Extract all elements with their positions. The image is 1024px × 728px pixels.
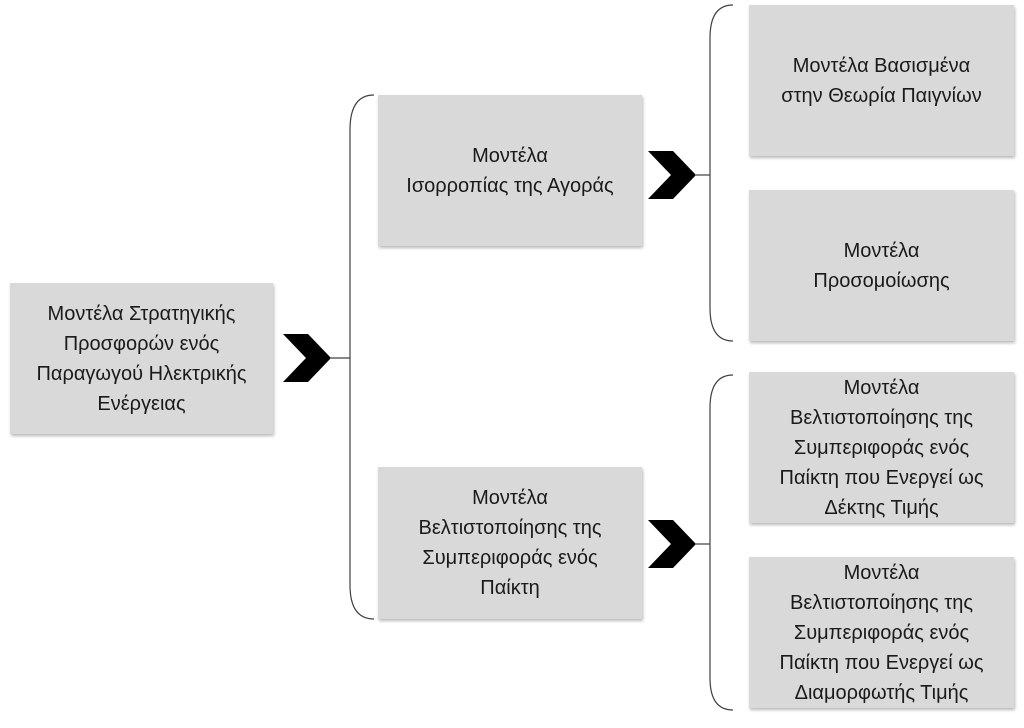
price-taker-label: Μοντέλα Βελτιστοποίησης της Συμπεριφοράς… <box>779 376 984 519</box>
chevron-arrow-icon <box>283 334 331 382</box>
root-node: Μοντέλα Στρατηγικής Προσφορών ενός Παραγ… <box>10 283 273 434</box>
root-node-label: Μοντέλα Στρατηγικής Προσφορών ενός Παραγ… <box>36 302 247 415</box>
price-maker-node: Μοντέλα Βελτιστοποίησης της Συμπεριφοράς… <box>749 557 1014 708</box>
market-equilibrium-label: Μοντέλα Ισορροπίας της Αγοράς <box>406 144 614 197</box>
chevron-arrow-icon <box>648 520 696 568</box>
simulation-label: Μοντέλα Προσομοίωσης <box>813 239 950 292</box>
chevron-arrow-icon <box>648 151 696 199</box>
single-participant-node: Μοντέλα Βελτιστοποίησης της Συμπεριφοράς… <box>378 467 642 619</box>
single-participant-label: Μοντέλα Βελτιστοποίησης της Συμπεριφοράς… <box>418 487 602 599</box>
market-equilibrium-node: Μοντέλα Ισορροπίας της Αγοράς <box>378 95 642 246</box>
brace-bracket <box>709 4 734 342</box>
game-theory-label: Μοντέλα Βασισμένα στην Θεωρία Παιγνίων <box>781 54 982 107</box>
game-theory-node: Μοντέλα Βασισμένα στην Θεωρία Παιγνίων <box>749 5 1014 156</box>
simulation-node: Μοντέλα Προσομοίωσης <box>749 190 1014 341</box>
price-maker-label: Μοντέλα Βελτιστοποίησης της Συμπεριφοράς… <box>779 561 984 704</box>
price-taker-node: Μοντέλα Βελτιστοποίησης της Συμπεριφοράς… <box>749 372 1014 523</box>
brace-bracket <box>709 374 734 711</box>
brace-bracket <box>349 94 375 620</box>
